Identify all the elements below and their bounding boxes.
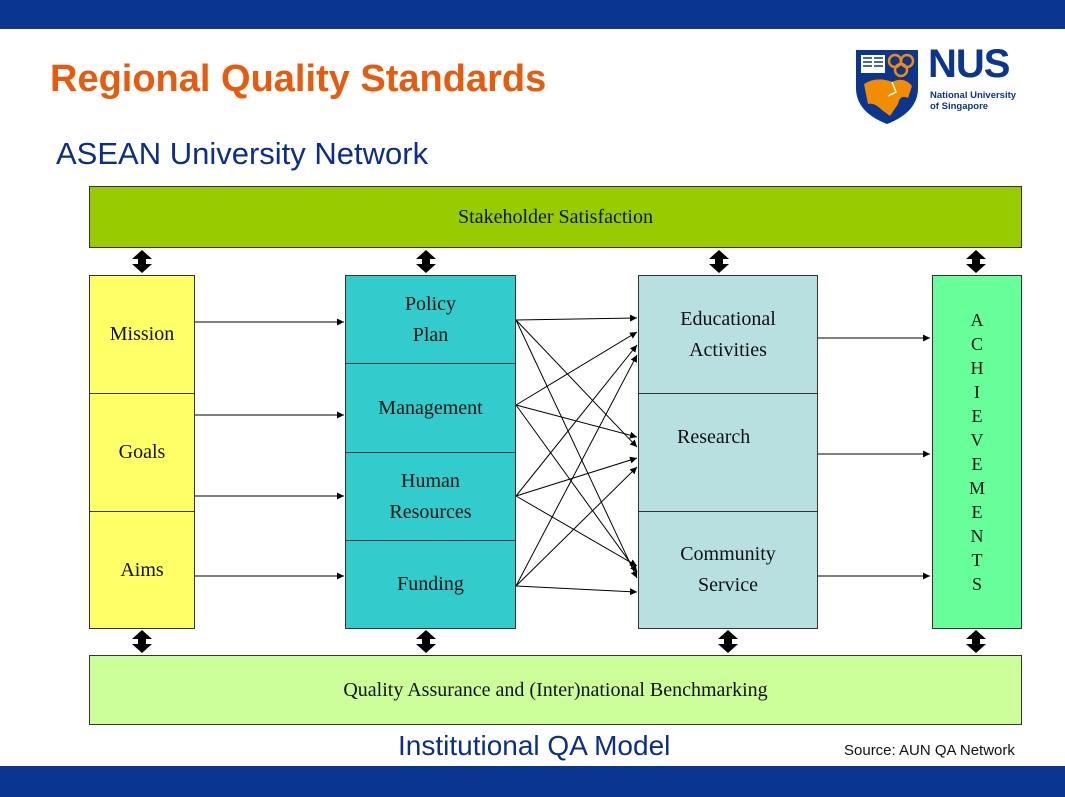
cross-arrow <box>515 344 638 497</box>
cross-arrows <box>515 314 638 596</box>
achievements-letter: T <box>971 550 983 570</box>
community-service-box: Community Service <box>638 511 818 629</box>
stakeholder-satisfaction-bar: Stakeholder Satisfaction <box>89 186 1022 248</box>
achievements-letter: H <box>970 358 984 378</box>
nus-crest-icon <box>856 50 918 124</box>
double-arrow-icon <box>416 250 436 273</box>
slide-title: Regional Quality Standards <box>50 58 547 100</box>
research-label: Research <box>677 426 751 448</box>
community-service-line1: Community <box>680 543 776 565</box>
achievements-letter: E <box>971 406 983 426</box>
logo-subtext-line1: National University <box>930 90 1017 101</box>
double-arrows <box>132 250 986 653</box>
double-arrow-icon <box>718 630 738 653</box>
cross-arrow <box>515 319 638 579</box>
achievements-letter: A <box>970 310 984 330</box>
double-arrow-icon <box>966 250 986 273</box>
policy-plan-box: Policy Plan <box>345 275 516 364</box>
cross-arrow <box>515 404 638 573</box>
nus-logo: NUS National University of Singapore <box>852 42 1032 126</box>
policy-plan-line2: Plan <box>412 323 449 346</box>
source-note: Source: AUN QA Network <box>844 742 1015 759</box>
educational-activities-line2: Activities <box>689 338 767 361</box>
achievements-letter: E <box>971 502 983 522</box>
double-arrow-icon <box>966 630 986 653</box>
goals-box: Goals <box>89 393 195 512</box>
cross-arrow <box>515 495 638 567</box>
research-box: Research <box>638 393 818 512</box>
diagram-caption: Institutional QA Model <box>398 730 671 761</box>
achievements-letter: N <box>970 526 984 546</box>
achievements-letter: C <box>970 334 983 354</box>
quality-assurance-bar: Quality Assurance and (Inter)national Be… <box>89 655 1022 725</box>
cross-arrow <box>515 585 638 596</box>
human-resources-line2: Resources <box>389 500 472 523</box>
double-arrow-icon <box>709 250 729 273</box>
logo-subtext: National University of Singapore <box>930 90 1016 112</box>
cross-arrow <box>515 456 638 497</box>
educational-activities-box: Educational Activities <box>638 275 818 394</box>
funding-box: Funding <box>345 540 516 629</box>
top-band <box>0 0 1065 29</box>
achievements-box: A C H I E V E M E N T S <box>932 275 1022 629</box>
slide-subtitle: ASEAN University Network <box>56 136 429 171</box>
cross-arrow <box>515 319 638 448</box>
achievements-letter: S <box>971 574 982 594</box>
mission-box: Mission <box>89 275 195 394</box>
double-arrow-icon <box>132 630 152 653</box>
aims-box: Aims <box>89 511 195 629</box>
funding-label: Funding <box>397 573 464 595</box>
goals-label: Goals <box>118 441 166 463</box>
achievements-letter: V <box>970 430 984 450</box>
educational-activities-line1: Educational <box>680 307 776 330</box>
bottom-band <box>0 766 1065 797</box>
management-box: Management <box>345 363 516 453</box>
human-resources-line1: Human <box>401 469 460 492</box>
achievements-letter: M <box>968 478 985 498</box>
human-resources-box: Human Resources <box>345 452 516 541</box>
logo-wordmark: NUS <box>928 42 1010 86</box>
logo-subtext-line2: of Singapore <box>930 101 989 112</box>
policy-plan-line1: Policy <box>404 292 457 315</box>
achievements-letter: I <box>974 382 980 402</box>
management-label: Management <box>378 396 483 419</box>
double-arrow-icon <box>132 250 152 273</box>
mission-label: Mission <box>109 323 175 345</box>
aims-label: Aims <box>120 558 164 581</box>
cross-arrow <box>515 331 638 406</box>
cross-arrow <box>515 466 638 587</box>
cross-arrow <box>515 314 638 322</box>
cross-arrow <box>515 354 638 587</box>
double-arrow-icon <box>416 630 436 653</box>
achievements-letter: E <box>971 454 983 474</box>
community-service-line2: Service <box>698 574 758 596</box>
